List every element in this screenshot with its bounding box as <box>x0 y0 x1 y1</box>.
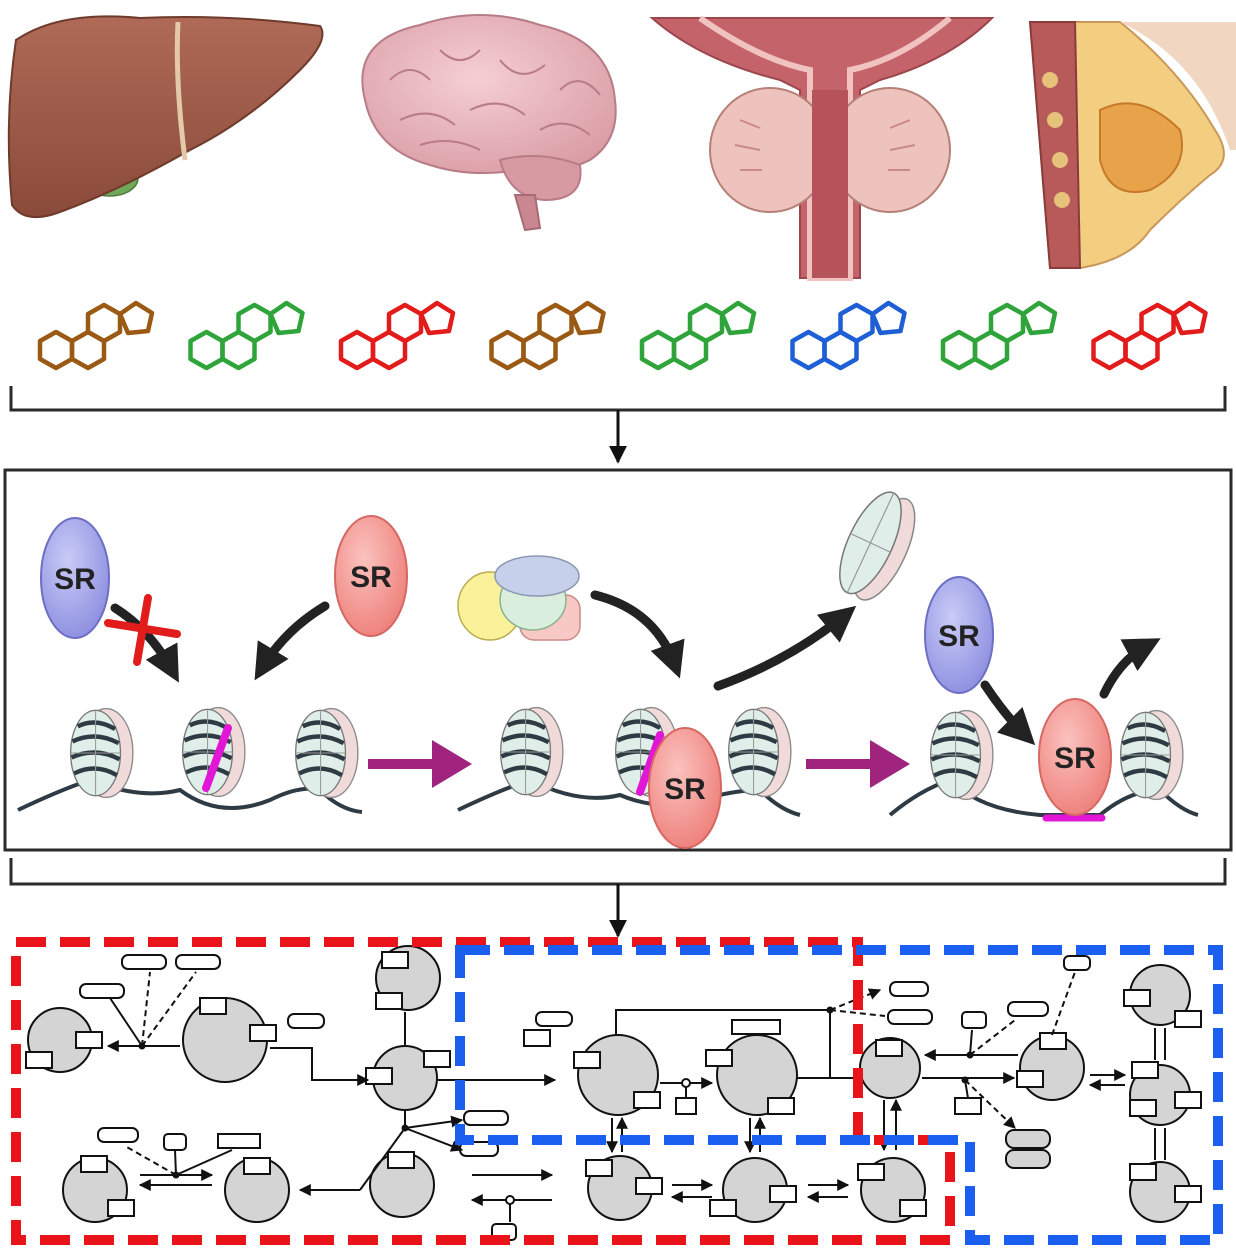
liver-illustration <box>7 15 324 219</box>
steroid-structure <box>40 303 152 368</box>
sr-inactive-2: SR <box>924 576 994 694</box>
svg-text:SR: SR <box>664 773 706 806</box>
brain-illustration <box>361 14 617 232</box>
steroid-structure <box>943 303 1055 368</box>
blue-module-upper <box>455 945 1223 1245</box>
steroid-structure <box>793 303 905 368</box>
svg-text:SR: SR <box>54 563 96 596</box>
process-arrows <box>368 740 910 788</box>
red-module-upper <box>11 937 955 1245</box>
sr-active: SR <box>334 515 408 637</box>
binding-site <box>636 731 664 796</box>
regulatory-network <box>11 937 1223 1245</box>
steroid-structure <box>191 303 303 368</box>
steroid-structure <box>341 303 453 368</box>
svg-text:SR: SR <box>938 620 980 653</box>
binding-arrows <box>110 590 1161 746</box>
sr-inactive: SR <box>40 517 110 639</box>
svg-text:SR: SR <box>1054 742 1096 775</box>
steroid-structure <box>642 303 754 368</box>
ejected-nucleosome <box>839 491 916 601</box>
steroid-structure <box>492 303 604 368</box>
sr-bound-2: SR <box>1038 698 1112 816</box>
binding-site <box>202 724 232 792</box>
breast-illustration <box>1028 21 1236 269</box>
prostate-illustration <box>649 15 995 281</box>
bottom-bracket <box>9 858 1227 886</box>
svg-text:SR: SR <box>350 561 392 594</box>
steroid-structure <box>1094 303 1206 368</box>
sr-bound: SR <box>648 727 722 849</box>
steroid-row <box>40 303 1206 368</box>
coregulator-complex <box>457 555 581 641</box>
blocked-mark <box>104 594 181 666</box>
top-bracket <box>9 386 1227 412</box>
